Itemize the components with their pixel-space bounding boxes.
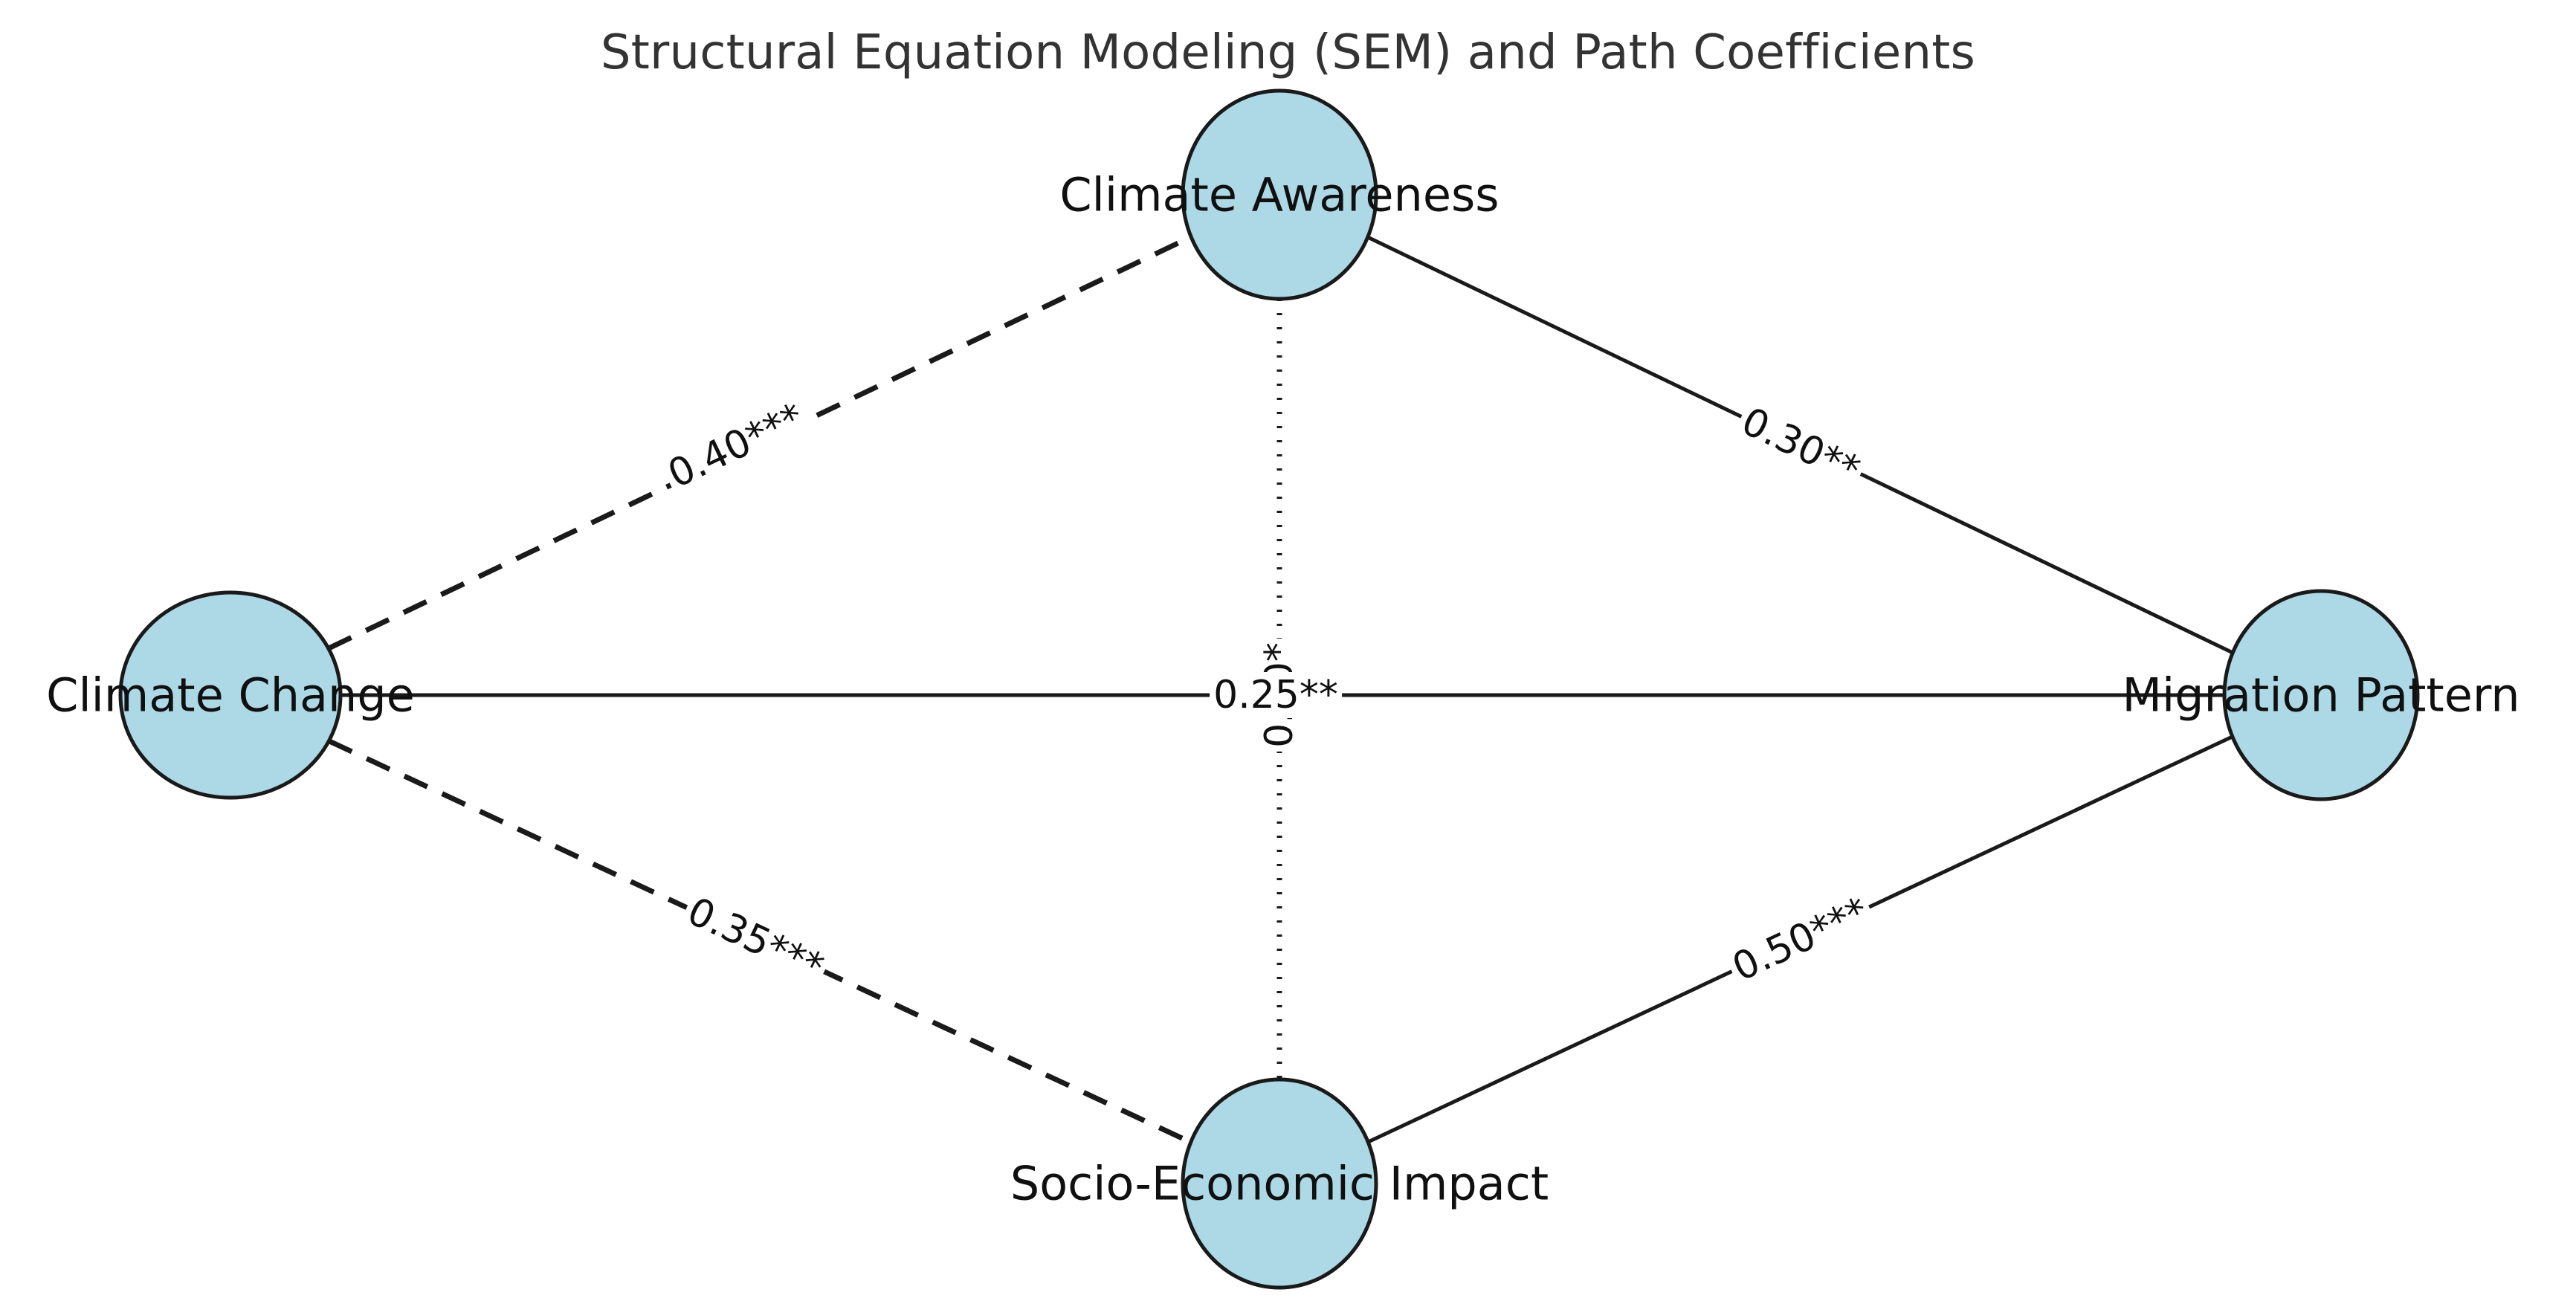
page-title: Structural Equation Modeling (SEM) and P… — [600, 25, 1976, 80]
edges-layer — [327, 234, 2234, 1145]
edge-cc-ca — [327, 234, 1192, 651]
node-climate_change[interactable] — [118, 590, 343, 800]
edge-ca-mp — [1366, 235, 2234, 655]
node-socio_economic_impact[interactable] — [1181, 1077, 1378, 1290]
nodes-layer — [118, 88, 2420, 1290]
node-migration_pattern[interactable] — [2222, 589, 2420, 801]
edge-sei-mp — [1367, 735, 2233, 1144]
edge-cc-sei — [327, 738, 1192, 1145]
node-climate_awareness[interactable] — [1181, 88, 1378, 301]
